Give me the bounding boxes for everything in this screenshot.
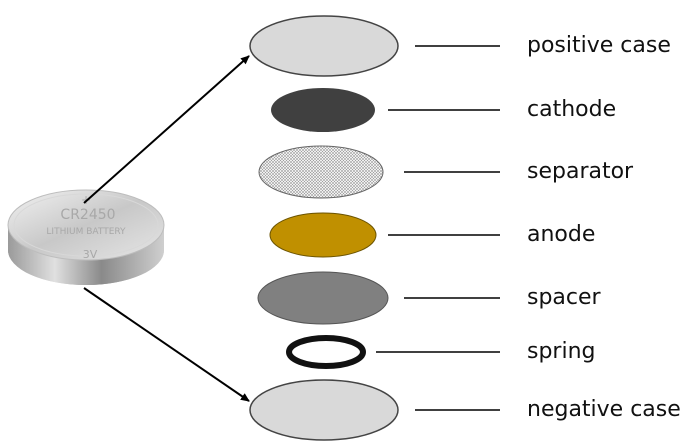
arrow-to-negative-case (83, 287, 250, 402)
spacer-disc (257, 271, 389, 325)
label-negative-case: negative case (527, 397, 681, 422)
label-spring: spring (527, 339, 596, 364)
separator-disc (258, 145, 384, 199)
arrow-to-positive-case (83, 55, 250, 204)
label-cathode: cathode (527, 97, 617, 122)
battery-voltage-text: 3V (83, 248, 98, 261)
label-anode: anode (527, 222, 596, 247)
label-separator: separator (527, 159, 634, 184)
spring-ring (286, 335, 366, 369)
coin-battery-image: + CR2450 LITHIUM BATTERY 3V (7, 189, 165, 285)
anode-disc (269, 212, 377, 258)
cathode-disc (271, 88, 375, 132)
label-spacer: spacer (527, 285, 601, 310)
leader-lines (376, 45, 500, 411)
battery-model-text: CR2450 (60, 207, 115, 223)
label-positive-case: positive case (527, 33, 671, 58)
positive-case-disc (249, 15, 399, 77)
negative-case-disc (249, 379, 399, 441)
battery-type-text: LITHIUM BATTERY (46, 227, 126, 237)
